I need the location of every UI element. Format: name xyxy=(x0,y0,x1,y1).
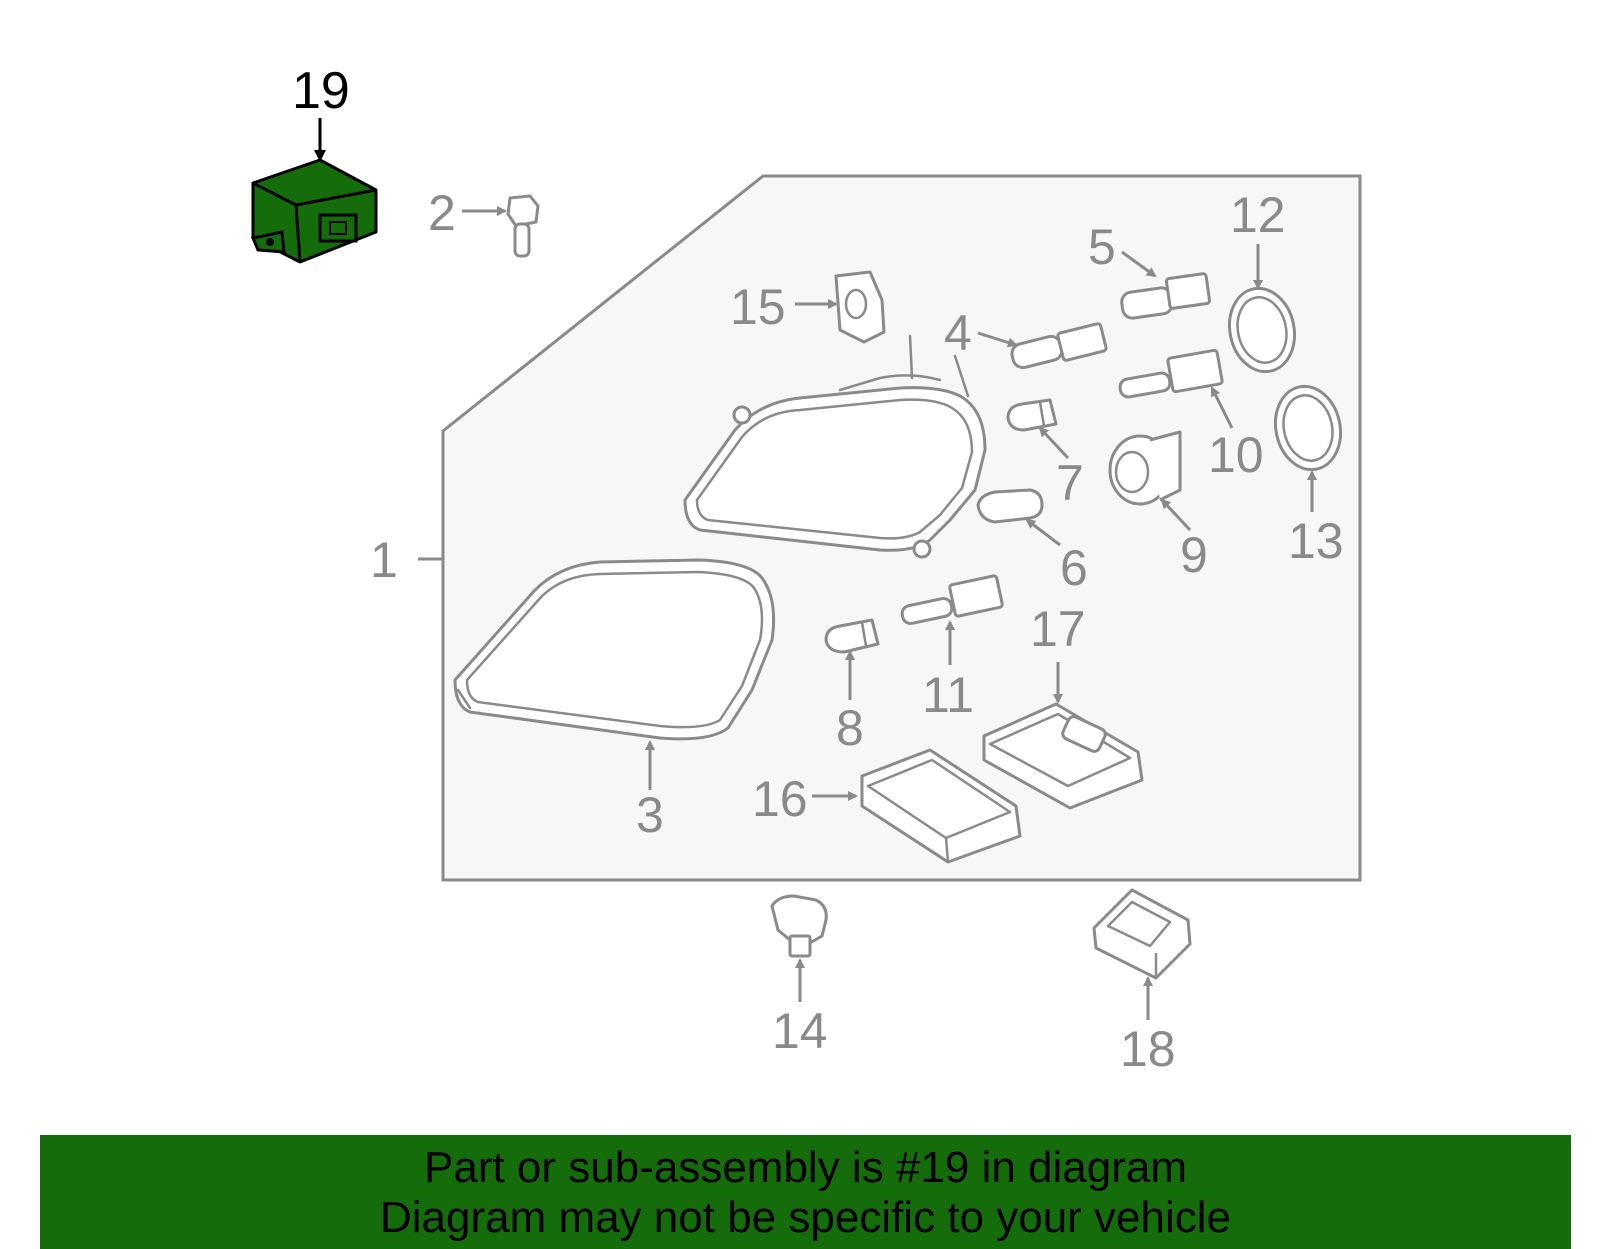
callout-4: 4 xyxy=(944,305,972,361)
part-18-connector[interactable] xyxy=(1092,888,1192,980)
callout-17: 17 xyxy=(1030,601,1086,657)
callout-2: 2 xyxy=(428,185,456,241)
callout-6: 6 xyxy=(1060,540,1088,596)
part-6-bulb[interactable] xyxy=(976,488,1044,524)
callout-11: 11 xyxy=(922,667,974,723)
callout-12: 12 xyxy=(1230,187,1286,243)
arrow-4 xyxy=(977,331,1018,348)
footer-line-2: Diagram may not be specific to your vehi… xyxy=(379,1193,1232,1242)
part-15-module[interactable] xyxy=(834,270,886,344)
callout-18: 18 xyxy=(1120,1021,1176,1077)
arrow-5 xyxy=(1121,250,1157,278)
callout-9: 9 xyxy=(1180,527,1208,583)
part-5-bulb[interactable] xyxy=(1120,272,1212,320)
part-9-socket[interactable] xyxy=(1108,430,1182,506)
part-10-bulb[interactable] xyxy=(1118,348,1224,399)
part-4-bulb[interactable] xyxy=(1010,322,1108,370)
part-17-control-unit[interactable] xyxy=(982,702,1144,810)
callout-1: 1 xyxy=(370,532,398,588)
callout-19: 19 xyxy=(292,62,350,120)
part-2-bolt[interactable] xyxy=(506,194,540,258)
part-14-socket[interactable] xyxy=(770,894,828,958)
callout-5: 5 xyxy=(1088,219,1116,275)
part-16-control-unit[interactable] xyxy=(860,748,1022,864)
callout-3: 3 xyxy=(636,787,664,843)
part-13-seal[interactable] xyxy=(1268,380,1348,475)
part-7-bulb[interactable] xyxy=(1006,398,1058,432)
arrow-7 xyxy=(1038,426,1070,460)
part-3-lens[interactable] xyxy=(453,558,776,741)
callout-7: 7 xyxy=(1056,455,1084,511)
arrow-10 xyxy=(1210,386,1234,429)
part-19-control-module[interactable] xyxy=(250,158,378,264)
arrow-6 xyxy=(1025,518,1061,547)
headlamp-housing[interactable] xyxy=(683,334,987,559)
callout-10: 10 xyxy=(1208,427,1264,483)
callout-14: 14 xyxy=(772,1003,828,1059)
footer-banner: Part or sub-assembly is #19 in diagram D… xyxy=(40,1135,1571,1249)
callout-15: 15 xyxy=(730,279,786,335)
arrow-9 xyxy=(1160,498,1192,532)
part-8-bulb[interactable] xyxy=(824,618,880,654)
part-11-bulb[interactable] xyxy=(900,574,1004,626)
callout-13: 13 xyxy=(1288,513,1344,569)
callout-16: 16 xyxy=(752,771,808,827)
callout-8: 8 xyxy=(836,700,864,756)
footer-line-1: Part or sub-assembly is #19 in diagram xyxy=(424,1143,1187,1192)
